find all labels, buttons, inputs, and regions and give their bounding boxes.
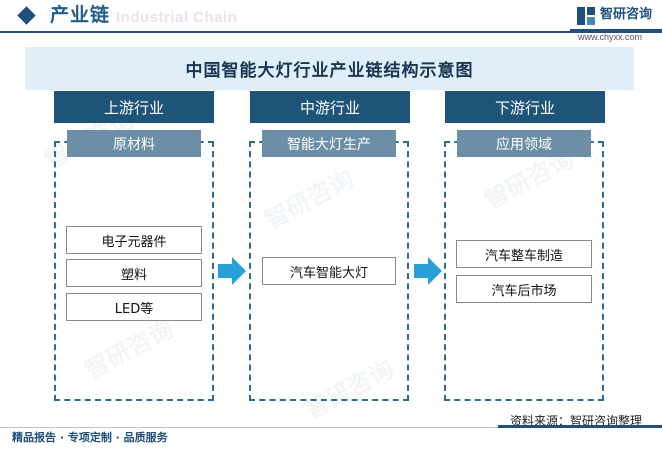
- section-title: 产业链: [50, 4, 111, 26]
- arrow-right-icon: [218, 257, 246, 285]
- brand-name: 智研咨询: [600, 7, 653, 22]
- column-head-downstream: 下游行业: [445, 91, 605, 123]
- header-diamond-icon: [17, 6, 36, 25]
- header-subtitle-watermark: Industrial Chain: [116, 9, 238, 26]
- column-head-upstream: 上游行业: [54, 91, 214, 123]
- column-panel-downstream: [444, 141, 604, 401]
- footer-divider-accent: [498, 425, 662, 428]
- column-label-upstream: 原材料: [67, 130, 201, 157]
- footer-divider: [0, 427, 662, 428]
- brand-url: www.chyxx.com: [578, 32, 643, 42]
- header-divider-accent: [570, 29, 662, 33]
- midstream-item: 汽车智能大灯: [262, 257, 396, 285]
- upstream-item: 电子元器件: [66, 226, 202, 254]
- brand-logo-icon: [577, 7, 595, 25]
- column-head-midstream: 中游行业: [250, 91, 410, 123]
- diagram-title: 中国智能大灯行业产业链结构示意图: [185, 61, 474, 81]
- column-label-midstream: 智能大灯生产: [262, 130, 396, 157]
- source-note: 资料来源：智研咨询整理: [510, 414, 643, 428]
- upstream-item: LED等: [66, 293, 202, 321]
- diagram-title-band: 中国智能大灯行业产业链结构示意图: [25, 47, 634, 90]
- header-divider: [0, 31, 662, 33]
- upstream-item: 塑料: [66, 259, 202, 287]
- downstream-item: 汽车整车制造: [456, 240, 592, 268]
- footer-slogan: 精品报告 · 专项定制 · 品质服务: [12, 431, 168, 444]
- downstream-item: 汽车后市场: [456, 275, 592, 303]
- column-label-downstream: 应用领域: [457, 130, 591, 157]
- arrow-right-icon: [414, 257, 442, 285]
